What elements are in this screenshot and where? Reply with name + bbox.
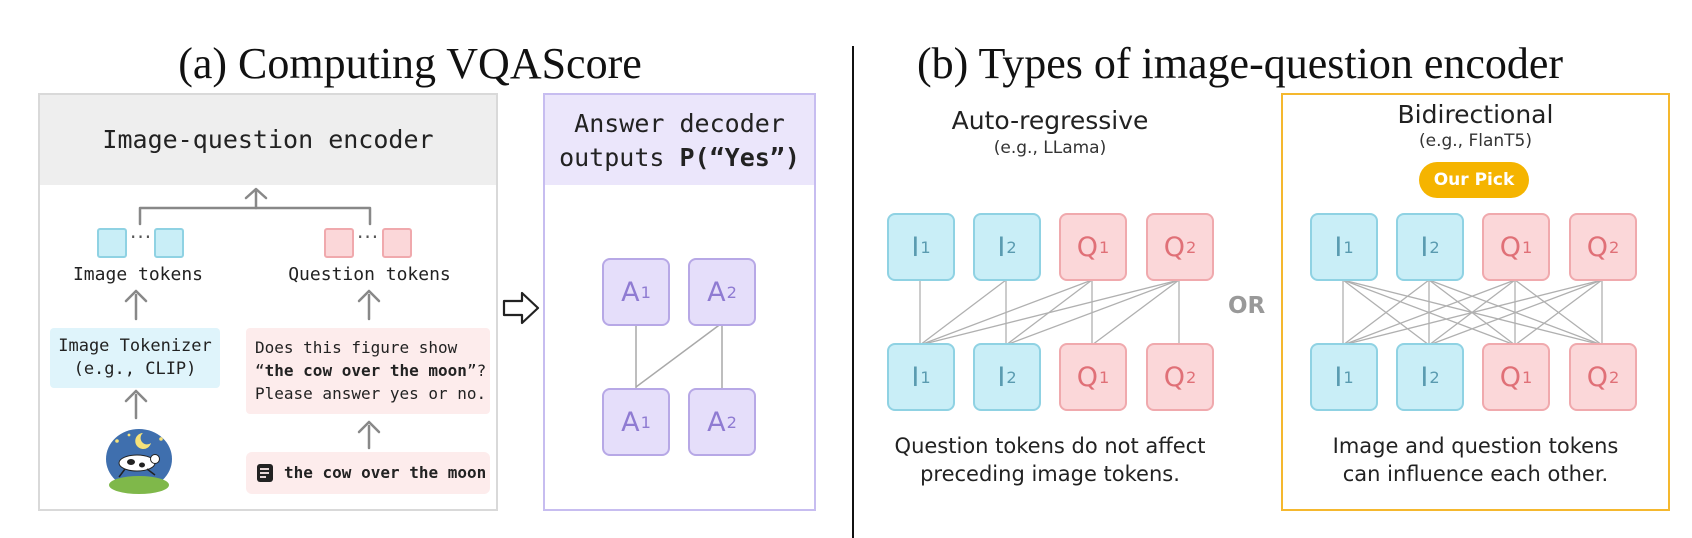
encoder-header: Image-question encoder — [40, 95, 496, 185]
arrow-up-icon — [244, 187, 268, 200]
question-token-mini — [382, 228, 412, 258]
autoregressive-caption-line2: preceding image tokens. — [920, 462, 1180, 486]
cow-over-moon-image — [106, 429, 172, 494]
section-divider — [852, 46, 854, 538]
prompt-chip: the cow over the moon — [246, 452, 490, 494]
bidirectional-title: Bidirectional — [1397, 100, 1554, 129]
question-line1: Does this figure show — [255, 338, 458, 357]
autoregressive-caption: Question tokens do not affect preceding … — [860, 432, 1240, 488]
prompt-text: the cow over the moon — [284, 463, 487, 482]
question-caption: the cow over the moon — [264, 361, 467, 380]
decoder-connections — [635, 322, 723, 390]
question-line3: Please answer yes or no. — [255, 384, 487, 403]
question-token-mini — [324, 228, 354, 258]
decoder-header: Answer decoder outputs P(“Yes”) — [545, 95, 814, 185]
encoder-connectors — [124, 187, 381, 450]
question-tokens-label: Question tokens — [288, 264, 451, 285]
image-token-mini — [97, 228, 127, 258]
decoder-output-prob: P(“Yes”) — [679, 143, 800, 172]
section-title-b: (b) Types of image-question encoder — [916, 39, 1564, 88]
bidirectional-caption: Image and question tokens can influence … — [1281, 432, 1670, 488]
bidirectional-connections — [1342, 279, 1603, 346]
image-token-mini — [154, 228, 184, 258]
encoder-box: Image-question encoder — [38, 93, 498, 511]
bidirectional-example: (e.g., FlanT5) — [1418, 131, 1533, 151]
hollow-arrow-right-icon — [502, 291, 540, 325]
image-tokenizer-box: Image Tokenizer (e.g., CLIP) — [50, 328, 220, 388]
arrow-up-icon — [124, 289, 148, 303]
question-line2: “the cow over the moon”? — [255, 359, 490, 382]
tokenizer-name: Image Tokenizer — [58, 336, 212, 356]
quote-open: “ — [255, 361, 265, 380]
autoregressive-example: (e.g., LLama) — [993, 138, 1107, 158]
autoregressive-connections — [919, 279, 1180, 346]
decoder-box: Answer decoder outputs P(“Yes”) — [543, 93, 816, 511]
arrow-up-icon — [357, 289, 381, 303]
token-merge-bracket — [138, 206, 372, 226]
quote-close: ”? — [466, 361, 487, 380]
bidirectional-caption-line2: can influence each other. — [1342, 462, 1609, 486]
ellipsis: ··· — [357, 225, 380, 249]
decoder-output: outputs P(“Yes”) — [545, 141, 814, 175]
decoder-title: Answer decoder — [574, 109, 785, 138]
tokenizer-example: (e.g., CLIP) — [73, 359, 197, 379]
ellipsis: ··· — [130, 225, 153, 249]
our-pick-badge: Our Pick — [1419, 162, 1529, 198]
autoregressive-title: Auto-regressive — [951, 106, 1149, 135]
image-tokens-label: Image tokens — [72, 264, 204, 285]
autoregressive-caption-line1: Question tokens do not affect — [894, 434, 1206, 458]
or-label: OR — [1228, 293, 1266, 319]
section-title-a: (a) Computing VQAScore — [178, 39, 642, 88]
arrow-up-icon — [124, 389, 148, 403]
bidirectional-box — [1281, 93, 1670, 511]
decoder-output-prefix: outputs — [559, 143, 680, 172]
question-box: Does this figure show “the cow over the … — [246, 328, 490, 414]
bidirectional-caption-line1: Image and question tokens — [1332, 434, 1619, 458]
document-icon — [257, 464, 273, 482]
arrow-up-icon — [357, 420, 381, 434]
